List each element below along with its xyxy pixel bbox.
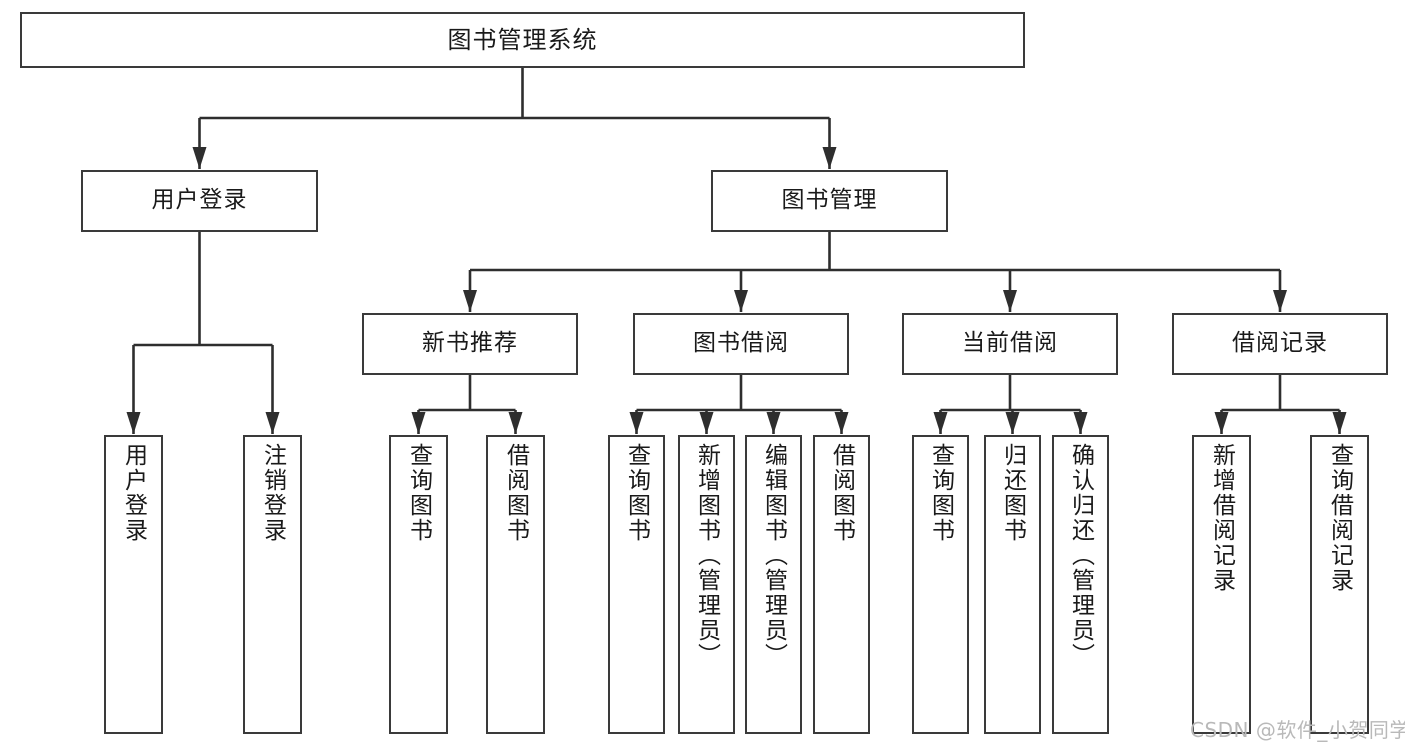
node-leaf-confirm-return-label: 确认归还（管理员）	[1067, 443, 1094, 668]
node-leaf-query-book-2[interactable]: 查询图书	[608, 435, 665, 734]
node-leaf-query-book-1[interactable]: 查询图书	[389, 435, 448, 734]
node-leaf-user-login-label: 用户登录	[120, 443, 147, 543]
node-leaf-confirm-return[interactable]: 确认归还（管理员）	[1052, 435, 1109, 734]
node-root-label: 图书管理系统	[447, 25, 598, 54]
node-user-login-label: 用户登录	[151, 187, 248, 214]
node-leaf-user-logout-label: 注销登录	[259, 443, 286, 543]
node-leaf-return-book-label: 归还图书	[999, 443, 1026, 543]
node-borrow-record[interactable]: 借阅记录	[1172, 313, 1388, 375]
node-leaf-borrow-book-1[interactable]: 借阅图书	[486, 435, 545, 734]
node-leaf-add-book[interactable]: 新增图书（管理员）	[678, 435, 735, 734]
node-leaf-borrow-book-1-label: 借阅图书	[502, 443, 529, 543]
node-leaf-edit-book-label: 编辑图书（管理员）	[760, 443, 787, 668]
node-book-manage-label: 图书管理	[781, 187, 878, 214]
node-current-borrow[interactable]: 当前借阅	[902, 313, 1118, 375]
node-leaf-user-login[interactable]: 用户登录	[104, 435, 163, 734]
node-leaf-query-book-3-label: 查询图书	[927, 443, 954, 543]
node-root[interactable]: 图书管理系统	[20, 12, 1025, 68]
node-user-login[interactable]: 用户登录	[81, 170, 318, 232]
csdn-watermark: CSDN @软件_小贺同学	[1190, 718, 1405, 742]
node-leaf-user-logout[interactable]: 注销登录	[243, 435, 302, 734]
node-leaf-add-book-label: 新增图书（管理员）	[693, 443, 720, 668]
node-leaf-query-borrow-record[interactable]: 查询借阅记录	[1310, 435, 1369, 734]
node-leaf-edit-book[interactable]: 编辑图书（管理员）	[745, 435, 802, 734]
node-leaf-query-borrow-record-label: 查询借阅记录	[1326, 443, 1353, 593]
node-leaf-add-borrow-record[interactable]: 新增借阅记录	[1192, 435, 1251, 734]
node-new-book-recommend-label: 新书推荐	[422, 330, 518, 357]
node-book-borrow[interactable]: 图书借阅	[633, 313, 849, 375]
node-leaf-query-book-1-label: 查询图书	[405, 443, 432, 543]
node-book-borrow-label: 图书借阅	[693, 330, 789, 357]
node-leaf-borrow-book-2[interactable]: 借阅图书	[813, 435, 870, 734]
node-leaf-borrow-book-2-label: 借阅图书	[828, 443, 855, 543]
node-leaf-return-book[interactable]: 归还图书	[984, 435, 1041, 734]
node-new-book-recommend[interactable]: 新书推荐	[362, 313, 578, 375]
node-leaf-query-book-3[interactable]: 查询图书	[912, 435, 969, 734]
node-borrow-record-label: 借阅记录	[1232, 330, 1328, 357]
node-book-manage[interactable]: 图书管理	[711, 170, 948, 232]
node-leaf-query-book-2-label: 查询图书	[623, 443, 650, 543]
node-leaf-add-borrow-record-label: 新增借阅记录	[1208, 443, 1235, 593]
node-current-borrow-label: 当前借阅	[962, 330, 1058, 357]
